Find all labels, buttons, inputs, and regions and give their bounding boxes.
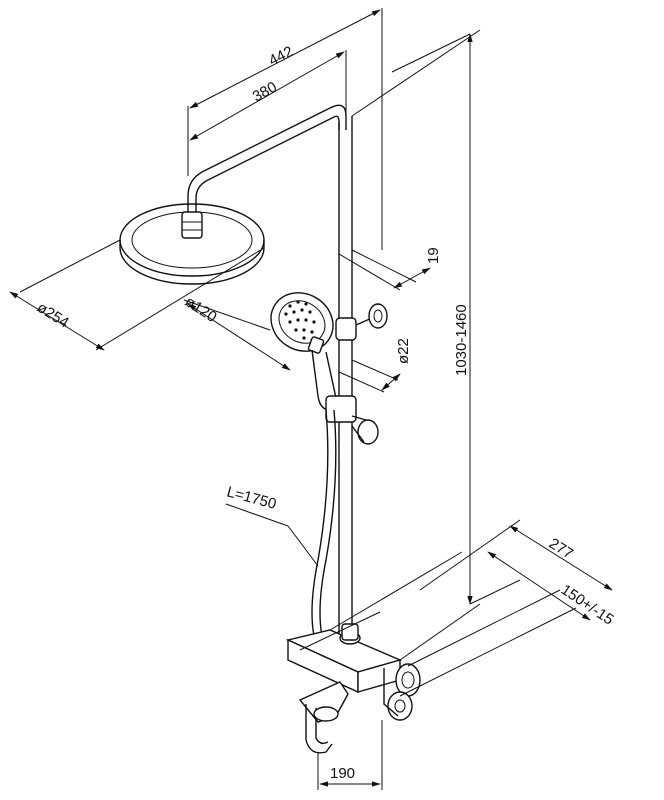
shower-arm <box>187 104 347 212</box>
shower-hose <box>311 409 337 651</box>
dim-rail-diameter: ø22 <box>395 338 412 364</box>
dim-rail-diameter-top: 19 <box>425 247 442 264</box>
dim-width-total: 442 <box>266 43 296 70</box>
dim-arm-reach: 380 <box>250 78 280 105</box>
slider-holder <box>325 395 379 445</box>
hand-shower <box>270 292 337 411</box>
dim-height-range: 1030-1460 <box>453 304 470 376</box>
dim-hose-length: L=1750 <box>225 483 278 512</box>
bath-spout <box>298 681 349 754</box>
mixer-body <box>285 623 421 721</box>
dim-depth: 277 <box>546 535 576 563</box>
vertical-rail <box>335 116 388 650</box>
dimension-lines <box>9 8 613 790</box>
overhead-shower-head <box>119 203 265 285</box>
dim-spout-width: 190 <box>330 765 355 782</box>
